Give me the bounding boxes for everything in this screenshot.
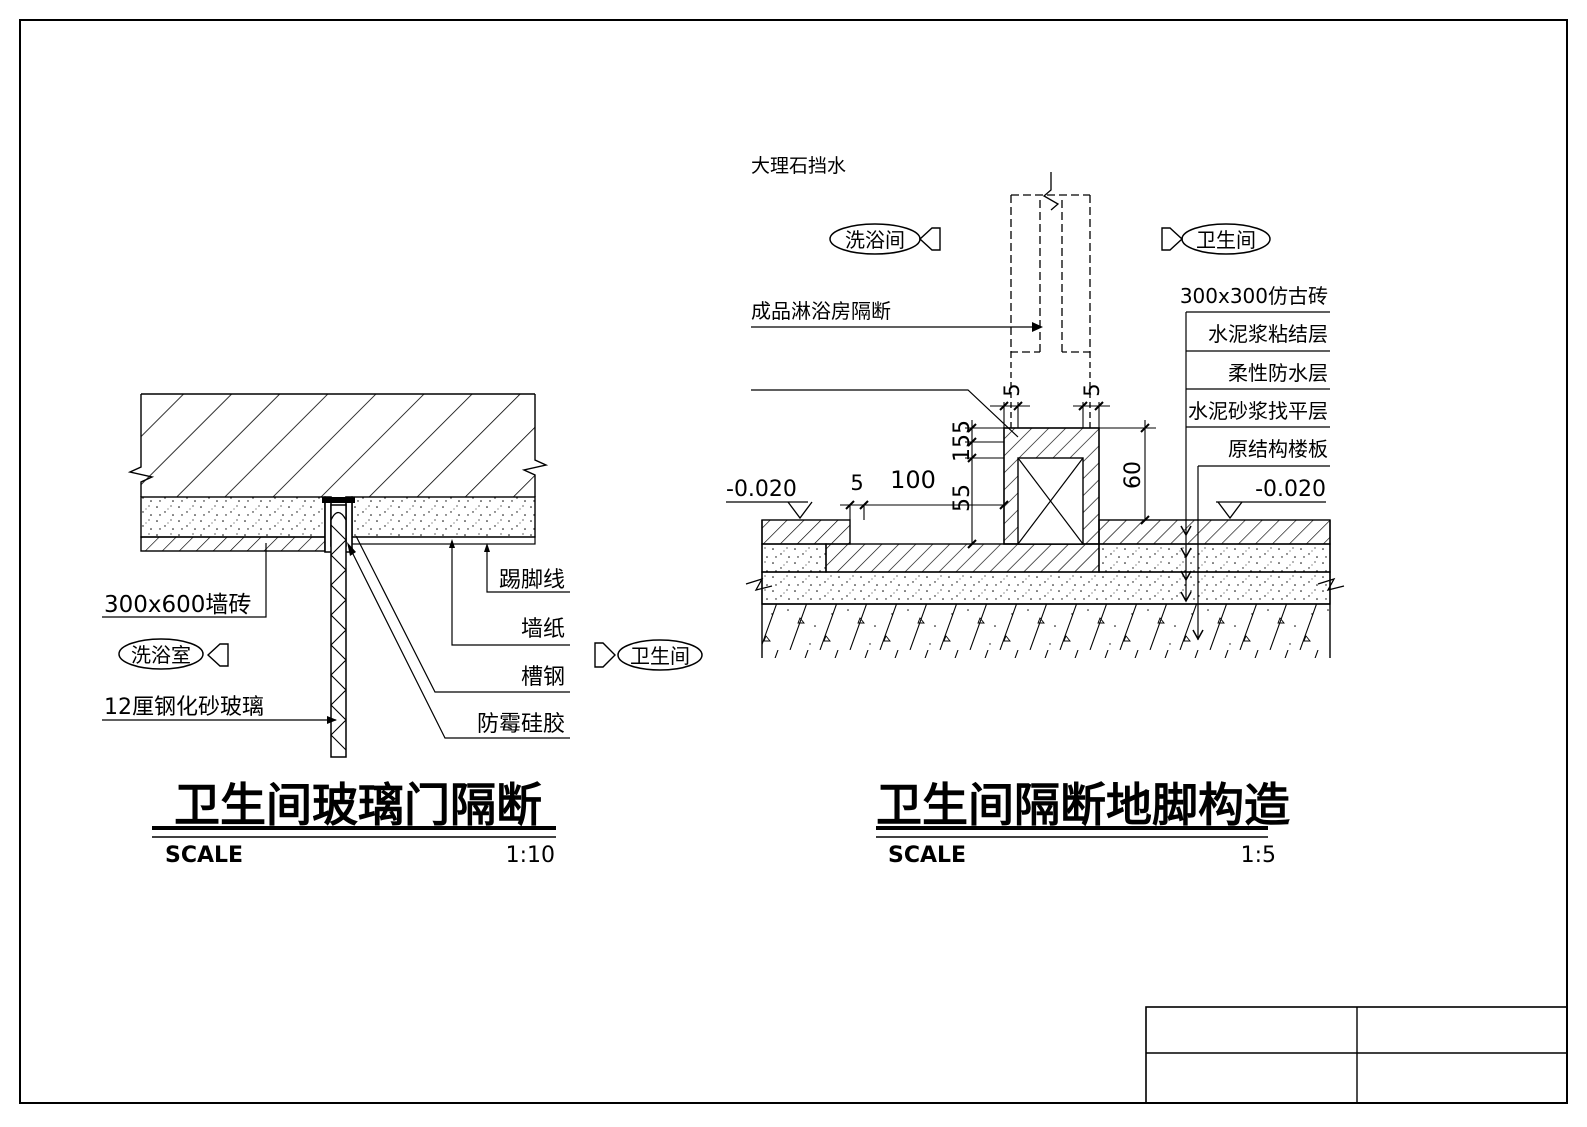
right-scale-label: SCALE [888, 843, 966, 868]
left-title: 卫生间玻璃门隔断 [174, 778, 542, 832]
elevation-right: -0.020 [1216, 477, 1326, 520]
arrow-left-icon [918, 227, 941, 251]
label-sealant: 防霉硅胶 [477, 712, 565, 737]
sheet-border [19, 19, 1568, 1104]
dim-15: 15 [950, 434, 975, 462]
right-title: 卫生间隔断地脚构造 [876, 778, 1290, 832]
label-glass: 12厘钢化砂玻璃 [104, 695, 264, 720]
dimension-ticks [845, 401, 1150, 549]
mortar-layer-right [351, 496, 536, 538]
dim-100: 100 [890, 466, 936, 494]
layer-4: 水泥砂浆找平层 [1188, 399, 1328, 423]
dim-55: 55 [950, 484, 975, 512]
arrow-right-icon [1161, 227, 1184, 251]
arrow-right-icon [594, 642, 616, 668]
label-wall-tile: 300x600墙砖 [104, 592, 251, 618]
dim-5-a: 5 [1000, 383, 1024, 396]
svg-text:洗浴室: 洗浴室 [131, 643, 191, 667]
layer-1: 300x300仿古砖 [1180, 284, 1328, 308]
room-tag-toilet: 卫生间 [594, 639, 703, 671]
svg-text:卫生间: 卫生间 [1196, 228, 1256, 252]
label-partition: 成品淋浴房隔断 [751, 299, 891, 323]
svg-text:-0.020: -0.020 [1255, 477, 1326, 502]
label-channel-steel: 槽钢 [521, 665, 565, 690]
sealant-bead [347, 542, 356, 556]
label-marble: 大理石挡水 [751, 155, 846, 177]
dim-5-v: 5 [950, 420, 975, 434]
layer-3: 柔性防水层 [1228, 361, 1328, 385]
dim-5-b: 5 [1080, 383, 1104, 396]
wallpaper-layer [351, 536, 536, 545]
room-tag-shower-right: 洗浴间 [829, 223, 941, 255]
mortar-layer-left [140, 496, 326, 538]
left-detail: 300x600墙砖 12厘钢化砂玻璃 踢脚线 墙纸 槽钢 防霉硅胶 洗浴室 卫生… [102, 393, 703, 868]
room-tag-toilet-right: 卫生间 [1161, 223, 1271, 255]
right-scale-value: 1:5 [1241, 843, 1276, 868]
label-wallpaper: 墙纸 [521, 617, 565, 642]
layer-5: 原结构楼板 [1228, 437, 1328, 461]
svg-text:洗浴间: 洗浴间 [845, 228, 905, 252]
room-tag-shower: 洗浴室 [118, 638, 229, 670]
marble-threshold [1003, 427, 1100, 545]
wall-tile-layer [140, 536, 326, 552]
layer-2: 水泥浆粘结层 [1208, 322, 1328, 346]
left-scale-value: 1:10 [506, 843, 555, 868]
floor-section [745, 519, 1345, 658]
right-detail: 大理石挡水 洗浴间 卫生间 成品淋浴房隔断 [726, 155, 1345, 868]
svg-text:卫生间: 卫生间 [630, 644, 690, 668]
layer-callouts: 300x300仿古砖 水泥浆粘结层 柔性防水层 水泥砂浆找平层 原结构楼板 [1180, 284, 1330, 641]
dim-60: 60 [1121, 461, 1146, 489]
left-scale-label: SCALE [165, 843, 243, 868]
structural-wall [141, 394, 535, 497]
dim-5-c: 5 [850, 471, 863, 495]
elevation-left: -0.020 [726, 477, 813, 520]
arrow-left-icon [206, 643, 229, 667]
svg-text:-0.020: -0.020 [726, 477, 797, 502]
title-block [1145, 1006, 1568, 1104]
label-skirting: 踢脚线 [499, 568, 565, 593]
